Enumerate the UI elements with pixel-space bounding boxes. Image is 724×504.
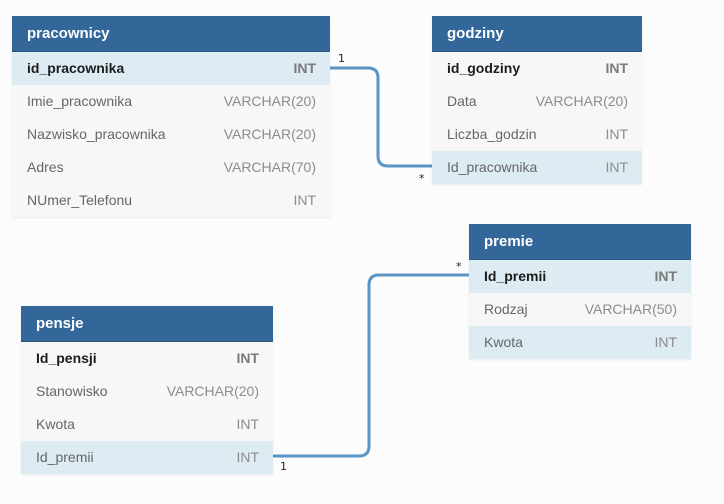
column-name: Id_pensji	[36, 350, 97, 366]
table-row[interactable]: id_godziny INT	[432, 52, 642, 85]
table-row[interactable]: Id_premii INT	[21, 441, 273, 474]
column-type: VARCHAR(20)	[223, 93, 316, 109]
column-name: Kwota	[484, 334, 523, 350]
column-type: VARCHAR(70)	[223, 159, 316, 175]
table-row[interactable]: NUmer_Telefonu INT	[12, 184, 330, 217]
column-type: INT	[293, 192, 316, 208]
table-title[interactable]: godziny	[432, 16, 642, 52]
table-row[interactable]: Nazwisko_pracownika VARCHAR(20)	[12, 118, 330, 151]
relation-line-pracownicy-godziny[interactable]	[330, 66, 432, 168]
column-name: Rodzaj	[484, 301, 528, 317]
table-row[interactable]: Id_pracownika INT	[432, 151, 642, 184]
column-type: INT	[236, 416, 259, 432]
table-title[interactable]: pensje	[21, 306, 273, 342]
column-name: Kwota	[36, 416, 75, 432]
column-type: VARCHAR(20)	[223, 126, 316, 142]
table-row[interactable]: Kwota INT	[469, 326, 691, 359]
column-name: Id_pracownika	[447, 159, 538, 175]
column-name: id_pracownika	[27, 60, 125, 76]
cardinality-one-pensje: 1	[280, 460, 287, 473]
column-name: Stanowisko	[36, 383, 108, 399]
table-pensje[interactable]: pensje Id_pensji INT Stanowisko VARCHAR(…	[21, 306, 273, 474]
cardinality-many-premie: *	[456, 260, 462, 273]
column-type: VARCHAR(50)	[584, 301, 677, 317]
column-name: Data	[447, 93, 477, 109]
table-row[interactable]: Rodzaj VARCHAR(50)	[469, 293, 691, 326]
column-name: Adres	[27, 159, 64, 175]
column-type: INT	[293, 60, 316, 76]
table-row[interactable]: Id_premii INT	[469, 260, 691, 293]
table-row[interactable]: Liczba_godzin INT	[432, 118, 642, 151]
column-type: INT	[605, 60, 628, 76]
relation-line-pensje-premie[interactable]	[273, 273, 469, 458]
table-godziny[interactable]: godziny id_godziny INT Data VARCHAR(20) …	[432, 16, 642, 184]
column-name: Id_premii	[36, 449, 94, 465]
column-type: VARCHAR(20)	[535, 93, 628, 109]
table-row[interactable]: Id_pensji INT	[21, 342, 273, 375]
column-name: Nazwisko_pracownika	[27, 126, 166, 142]
table-row[interactable]: Stanowisko VARCHAR(20)	[21, 375, 273, 408]
table-row[interactable]: Imie_pracownika VARCHAR(20)	[12, 85, 330, 118]
cardinality-one-pracownicy: 1	[338, 52, 345, 65]
column-name: id_godziny	[447, 60, 521, 76]
column-type: INT	[605, 126, 628, 142]
table-premie[interactable]: premie Id_premii INT Rodzaj VARCHAR(50) …	[469, 224, 691, 359]
column-name: Imie_pracownika	[27, 93, 133, 109]
column-name: Liczba_godzin	[447, 126, 537, 142]
table-title[interactable]: premie	[469, 224, 691, 260]
table-row[interactable]: Kwota INT	[21, 408, 273, 441]
table-title[interactable]: pracownicy	[12, 16, 330, 52]
table-row[interactable]: id_pracownika INT	[12, 52, 330, 85]
cardinality-many-godziny: *	[419, 172, 425, 185]
table-row[interactable]: Adres VARCHAR(70)	[12, 151, 330, 184]
table-row[interactable]: Data VARCHAR(20)	[432, 85, 642, 118]
column-type: INT	[654, 334, 677, 350]
column-type: INT	[654, 268, 677, 284]
column-name: Id_premii	[484, 268, 547, 284]
column-name: NUmer_Telefonu	[27, 192, 133, 208]
column-type: INT	[236, 350, 259, 366]
column-type: VARCHAR(20)	[166, 383, 259, 399]
column-type: INT	[236, 449, 259, 465]
table-pracownicy[interactable]: pracownicy id_pracownika INT Imie_pracow…	[12, 16, 330, 217]
column-type: INT	[605, 159, 628, 175]
